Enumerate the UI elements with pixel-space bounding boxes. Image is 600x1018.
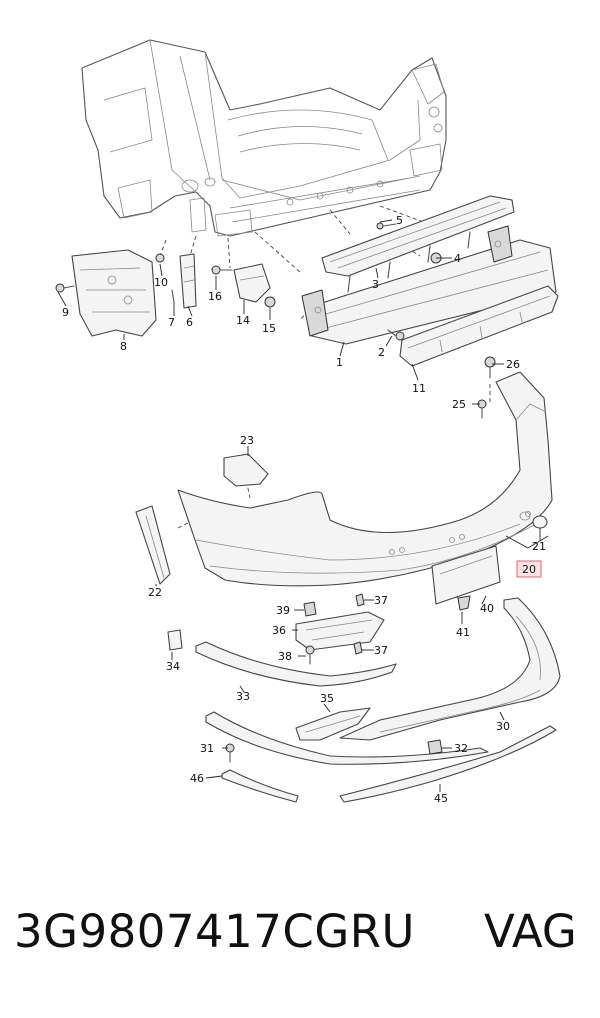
callout-5: 5 [396, 214, 403, 227]
callout-23: 23 [240, 434, 254, 447]
callout-4: 4 [454, 252, 461, 265]
callout-labels: 1 2 3 4 5 6 7 8 9 10 11 14 15 16 20 21 2… [62, 214, 546, 805]
callout-8: 8 [120, 340, 127, 353]
part-40-plate-bracket [431, 545, 501, 605]
part-11-energy-absorber [399, 285, 559, 367]
callout-2: 2 [378, 346, 385, 359]
callout-37-lower: 37 [374, 644, 388, 657]
callout-10: 10 [154, 276, 168, 289]
callout-16: 16 [208, 290, 222, 303]
callout-26: 26 [506, 358, 520, 371]
callout-37-upper: 37 [374, 594, 388, 607]
part-14-guide-bracket [233, 263, 271, 303]
callout-31: 31 [200, 742, 214, 755]
callout-14: 14 [236, 314, 250, 327]
part-23-cover [223, 453, 269, 487]
part-39-clip [303, 601, 317, 617]
callout-7: 7 [168, 316, 175, 329]
callout-33: 33 [236, 690, 250, 703]
part-33-trim-strip [195, 641, 397, 687]
callout-11: 11 [412, 382, 426, 395]
part-46-trim-strip [221, 769, 299, 803]
callout-32: 32 [454, 742, 468, 755]
part-31-screw [225, 743, 235, 763]
callout-22: 22 [148, 586, 162, 599]
part-36-retaining-bracket [295, 611, 385, 651]
part-34-bracket [167, 629, 183, 651]
callout-41: 41 [456, 626, 470, 639]
brand-text: VAG [484, 905, 577, 958]
part-22-side-trim [135, 505, 171, 585]
part-6-guide-bracket [179, 253, 197, 309]
callout-34: 34 [166, 660, 180, 673]
footer: 3G9807417CGRU VAG [0, 905, 600, 975]
callout-25: 25 [452, 398, 466, 411]
leader-lines [57, 219, 549, 792]
parts-diagram: 1 2 3 4 5 6 7 8 9 10 11 14 15 16 20 21 2… [55, 39, 561, 805]
part-32-clip [427, 739, 443, 755]
callout-3: 3 [372, 278, 379, 291]
callout-38: 38 [278, 650, 292, 663]
callout-6: 6 [186, 316, 193, 329]
callout-39: 39 [276, 604, 290, 617]
part-21-cap [532, 515, 548, 529]
part-38-screw [305, 645, 315, 665]
callout-1: 1 [336, 356, 343, 369]
callout-20-highlight [516, 560, 542, 578]
part-37-clips [353, 593, 365, 655]
callout-45: 45 [434, 792, 448, 805]
callout-35: 35 [320, 692, 334, 705]
fasteners-upper [55, 222, 496, 419]
callout-46: 46 [190, 772, 204, 785]
vehicle-body-shell [81, 39, 447, 237]
callout-30: 30 [496, 720, 510, 733]
part-3-impact-absorber [321, 195, 515, 293]
callout-40: 40 [480, 602, 494, 615]
part-41-fastener [457, 595, 471, 611]
callout-21: 21 [532, 540, 546, 553]
part-8-side-bracket [71, 249, 157, 337]
callout-20: 20 [522, 563, 536, 576]
callout-9: 9 [62, 306, 69, 319]
part-20-bumper-cover [177, 371, 553, 587]
part-number-text: 3G9807417CGRU [14, 905, 415, 958]
lower-trim-left [205, 711, 489, 765]
part-1-bumper-carrier [301, 225, 557, 345]
callout-36: 36 [272, 624, 286, 637]
part-35-spoiler [295, 707, 371, 741]
callout-15: 15 [262, 322, 276, 335]
part-45-chrome-strip [339, 725, 557, 803]
part-30-lower-cover [339, 597, 561, 741]
